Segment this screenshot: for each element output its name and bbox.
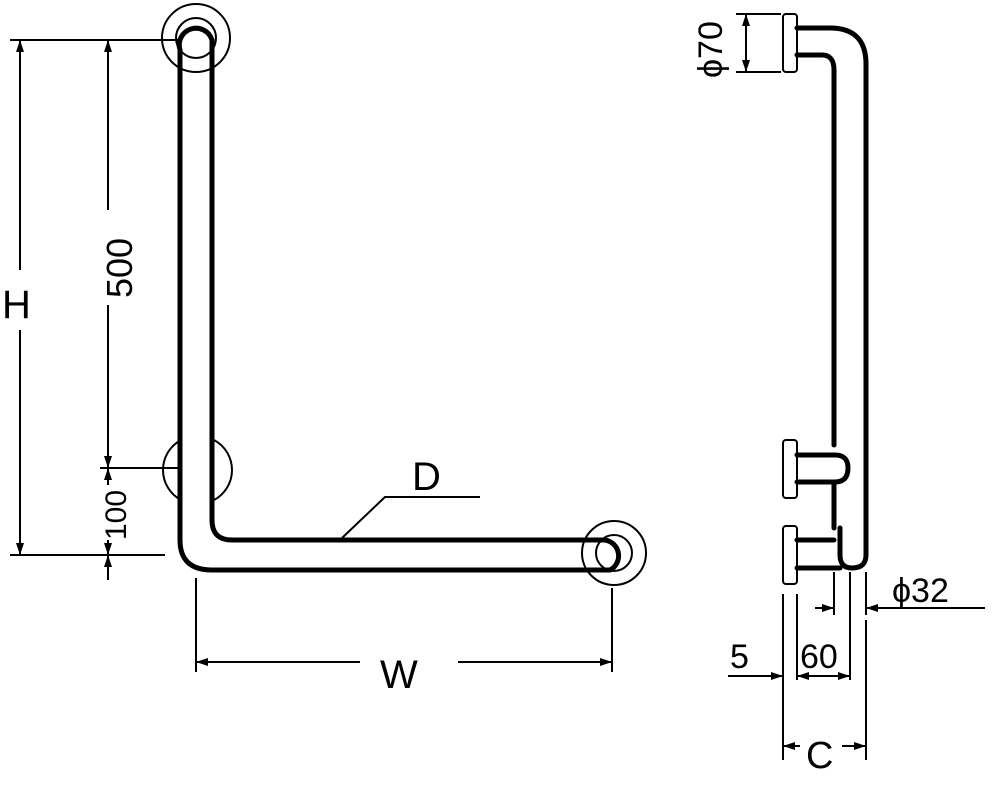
dim-5-60: 5 60 xyxy=(728,572,851,760)
d-label: D xyxy=(412,455,441,499)
top-flange xyxy=(161,3,231,73)
width-label: W xyxy=(380,653,418,697)
dim-100: 100 xyxy=(100,468,133,580)
d-leader: D xyxy=(341,455,480,539)
depth-dimension: C xyxy=(783,620,867,777)
flange-dia-dimension: ϕ70 xyxy=(692,13,781,78)
width-dimension: W xyxy=(195,578,613,697)
height-label: H xyxy=(2,283,31,327)
side-middle-flange xyxy=(782,439,851,499)
dim-500: 500 xyxy=(99,40,178,469)
middle-flange xyxy=(162,439,233,501)
side-top-flange xyxy=(782,13,798,73)
l-shaped-pipe xyxy=(176,25,622,573)
depth-label: C xyxy=(806,735,833,777)
side-pipe xyxy=(794,25,869,571)
front-view: H 500 100 W xyxy=(2,3,647,697)
dim-100-label: 100 xyxy=(100,490,133,540)
dim-5-label: 5 xyxy=(730,638,749,676)
pipe-dia-dimension: ϕ32 xyxy=(815,572,985,615)
right-flange xyxy=(581,520,647,586)
flange-dia-label: ϕ70 xyxy=(692,21,730,78)
dim-60-label: 60 xyxy=(800,638,838,676)
height-dimension: H xyxy=(2,39,178,556)
pipe-dia-label: ϕ32 xyxy=(892,572,949,610)
dim-500-label: 500 xyxy=(99,238,140,298)
side-bottom-flange xyxy=(782,525,843,585)
side-view: ϕ70 ϕ32 5 60 xyxy=(692,13,985,777)
